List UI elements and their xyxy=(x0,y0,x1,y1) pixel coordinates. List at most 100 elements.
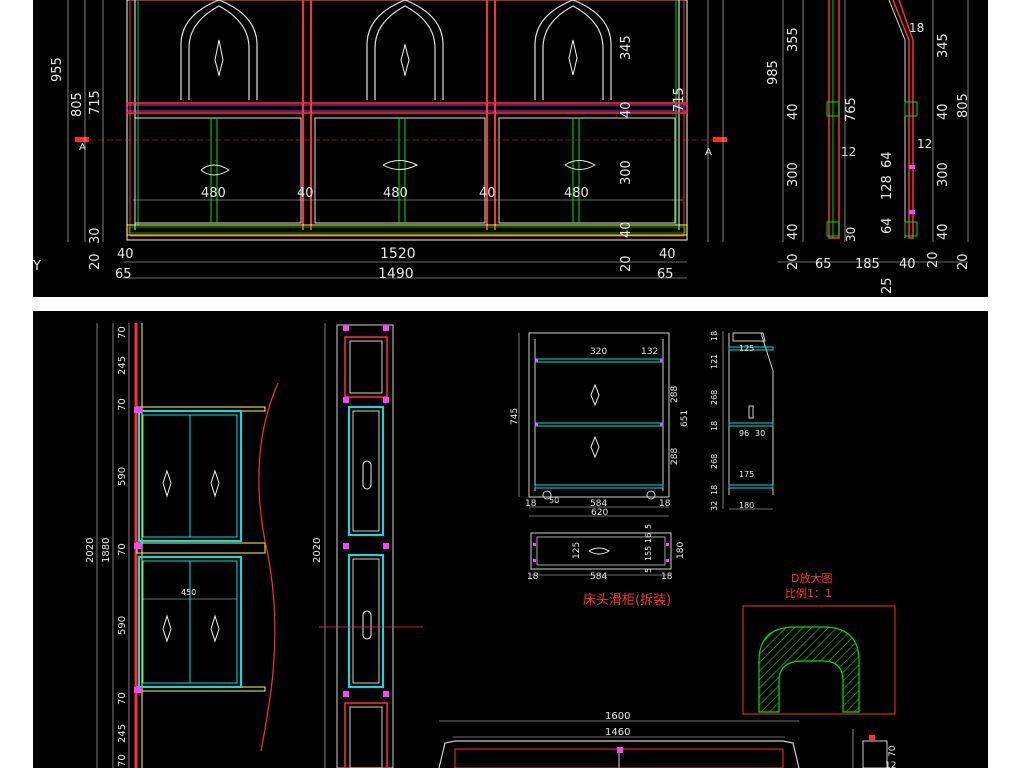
dim-nightstand-height: 745 xyxy=(510,408,520,425)
section-marker-right xyxy=(713,137,727,142)
dim-side-right-7: 40 xyxy=(936,223,951,240)
dim-side-18-top: 18 xyxy=(710,331,719,341)
dim-side-18-121: 121 xyxy=(710,354,719,369)
dim-side-left-1: 985 xyxy=(766,60,781,85)
dim-side-bottom: 180 xyxy=(739,501,754,510)
dim-plan-right: 18 xyxy=(661,572,673,582)
dim-plan-5b: 5 xyxy=(644,568,653,573)
dim-wardrobe-side-height: 2020 xyxy=(312,538,323,563)
dim-side-left-6: 20 xyxy=(786,253,801,270)
dim-plan-155: 155 xyxy=(644,546,653,561)
dim-panel-width-3: 480 xyxy=(564,186,589,201)
dim-bed-side-70: 70 xyxy=(888,745,898,757)
dim-plan-180: 180 xyxy=(676,542,686,559)
dim-nightstand-top-small: 132 xyxy=(641,347,658,357)
detail-title: D放大图 xyxy=(791,571,832,585)
dim-panel-width-1: 480 xyxy=(201,186,226,201)
dim-front-left-2: 805 xyxy=(70,92,85,117)
dim-gap-2: 40 xyxy=(479,186,496,201)
dim-nightstand-bottom-2: 584 xyxy=(590,499,607,509)
dim-side-268-2: 268 xyxy=(710,454,719,469)
top-drawing-panel: 955 805 715 30 20 65 40 A A Y 345 40 715… xyxy=(33,0,988,297)
dim-side-inner-3: 30 xyxy=(844,227,858,242)
dim-side-right-2: 345 xyxy=(936,33,951,58)
dim-nightstand-right-1: 288 xyxy=(670,386,680,403)
dim-wardrobe-4: 590 xyxy=(117,467,128,486)
side-elevation xyxy=(778,0,969,263)
dim-side-left-5: 40 xyxy=(786,223,801,240)
dim-front-right-4: 300 xyxy=(619,160,634,185)
dim-front-right-7: 65 xyxy=(657,267,674,282)
front-elevation xyxy=(67,0,727,279)
dim-nightstand-right-2: 651 xyxy=(680,410,690,427)
dim-front-right-3: 715 xyxy=(672,87,687,112)
dim-side-middle-2: 30 xyxy=(755,429,765,438)
dim-wardrobe-10: 245 xyxy=(117,724,128,743)
dim-wardrobe-door: 450 xyxy=(181,588,196,597)
dim-wardrobe-2: 245 xyxy=(117,356,128,375)
nightstand-front xyxy=(518,332,670,517)
dim-side-middle: 96 xyxy=(739,429,749,438)
dim-side-lower: 175 xyxy=(739,470,754,479)
dim-side-left-4: 300 xyxy=(786,162,801,187)
dim-total-1: 1520 xyxy=(380,246,416,262)
bottom-bed-drawing xyxy=(438,720,888,768)
bottom-cad-canvas: 70 245 70 590 70 1880 2020 590 70 245 70… xyxy=(85,323,898,768)
dim-side-left-3: 40 xyxy=(786,103,801,120)
dim-side-inner-1: 765 xyxy=(844,97,859,122)
dim-nightstand-total: 620 xyxy=(591,508,608,518)
dim-wardrobe-9: 70 xyxy=(117,692,128,705)
dim-plan-mid: 125 xyxy=(572,542,582,559)
dim-side-bottom-1: 65 xyxy=(815,257,832,272)
section-label-right: A xyxy=(705,147,712,158)
dim-side-inner-4: 64 xyxy=(880,151,895,168)
dim-panel-width-2: 480 xyxy=(383,186,408,201)
section-label-left: A xyxy=(79,142,86,153)
dim-wardrobe-1: 70 xyxy=(117,326,128,339)
detail-scale: 比例1：1 xyxy=(785,586,832,600)
dim-front-right-8: 40 xyxy=(659,247,676,262)
dim-plan-16: 16 xyxy=(644,533,653,543)
dim-side-bottom-3: 40 xyxy=(899,257,916,272)
dim-side-inner-6: 64 xyxy=(880,217,895,234)
dim-front-left-1: 955 xyxy=(50,57,65,82)
dim-bed-1600: 1600 xyxy=(605,711,630,722)
dim-wardrobe-11: 70 xyxy=(117,754,128,767)
detail-d-drawing xyxy=(742,605,896,715)
dim-nightstand-bottom-1: 18 xyxy=(525,499,537,509)
dim-wardrobe-5: 70 xyxy=(117,543,128,556)
wardrobe-side xyxy=(319,323,423,768)
bottom-drawing-panel: 70 245 70 590 70 1880 2020 590 70 245 70… xyxy=(33,311,988,768)
dim-side-right-3: 40 xyxy=(936,103,951,120)
dim-side-left-2: 355 xyxy=(786,27,801,52)
dim-side-right-1: 18 xyxy=(909,21,924,35)
dim-side-bottom-2: 185 xyxy=(855,257,880,272)
dim-side-right-5: 12 xyxy=(917,137,932,151)
dim-side-top: 125 xyxy=(739,344,754,353)
dim-side-32: 32 xyxy=(710,501,719,511)
dim-total-2: 1490 xyxy=(378,266,414,282)
dim-side-inner-5: 128 xyxy=(880,175,895,200)
dim-front-right-1: 345 xyxy=(619,35,634,60)
dim-wardrobe-3: 70 xyxy=(117,398,128,411)
dim-front-left-7: 40 xyxy=(117,247,134,262)
dim-nightstand-foot: 50 xyxy=(549,496,559,505)
dim-side-bottom-5: 25 xyxy=(880,277,895,294)
dim-nightstand-top: 320 xyxy=(590,347,607,357)
dim-side-268-1: 268 xyxy=(710,390,719,405)
dim-wardrobe-7: 2020 xyxy=(85,538,96,563)
dim-plan-left: 18 xyxy=(527,572,539,582)
dim-side-right-6: 300 xyxy=(936,162,951,187)
top-cad-canvas: 955 805 715 30 20 65 40 A A Y 345 40 715… xyxy=(33,0,971,294)
axis-y-label: Y xyxy=(33,259,41,274)
dim-nightstand-bottom-3: 18 xyxy=(659,499,671,509)
dim-wardrobe-6: 1880 xyxy=(101,538,112,563)
dim-side-inner-2: 12 xyxy=(841,145,856,159)
dim-side-right-8: 20 xyxy=(956,253,971,270)
dim-wardrobe-8: 590 xyxy=(117,616,128,635)
dim-front-left-6: 65 xyxy=(115,267,132,282)
dim-bed-side-12: 12 xyxy=(885,761,896,768)
dim-plan-5: 5 xyxy=(644,524,653,529)
nightstand-plan xyxy=(530,532,672,576)
dim-side-bottom-4: 20 xyxy=(926,251,941,268)
